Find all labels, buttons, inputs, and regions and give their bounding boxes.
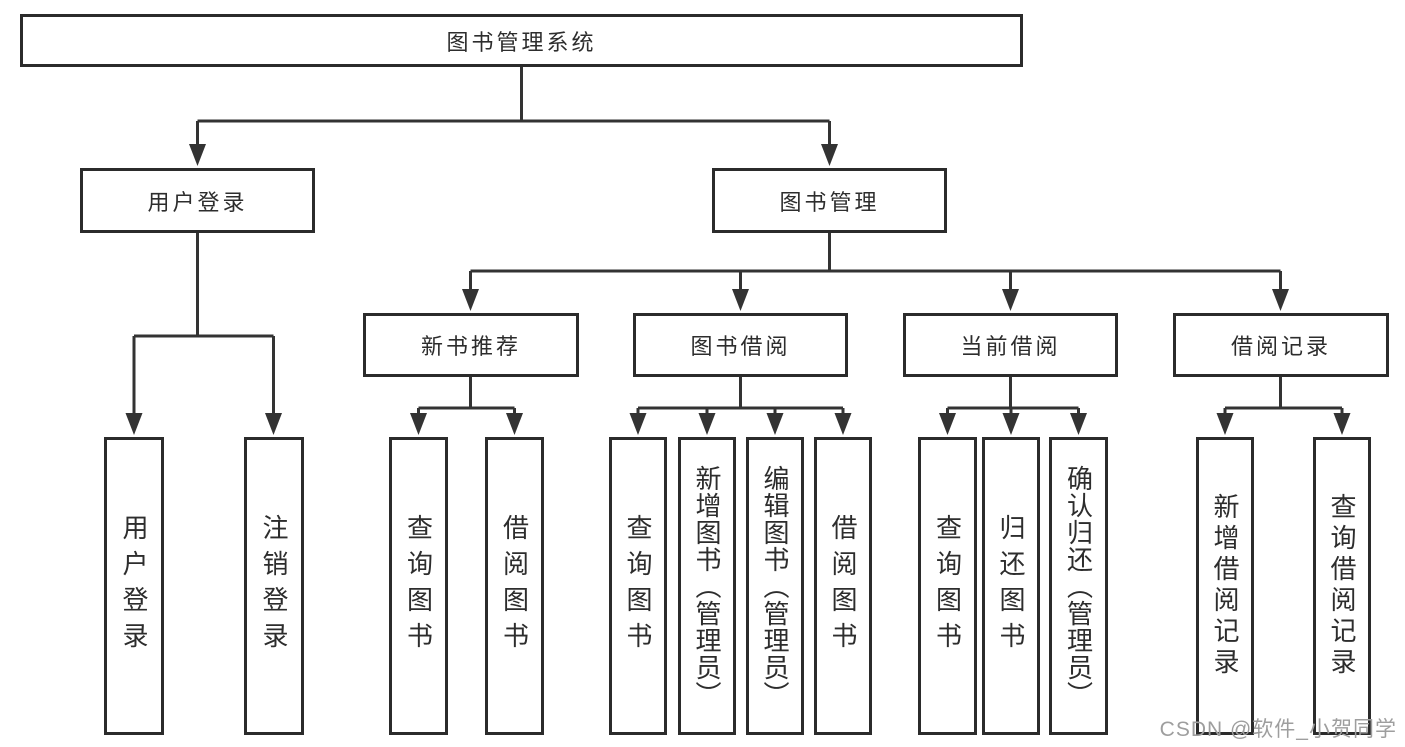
leaf-query-borrow-record: 查询借阅记录 [1313, 437, 1371, 735]
leaf-return-book: 归还图书 [982, 437, 1040, 735]
node-borrowing-records: 借阅记录 [1173, 313, 1389, 377]
node-user-login: 用户登录 [80, 168, 315, 233]
node-label: 查询图书 [932, 514, 963, 658]
leaf-logout: 注销登录 [244, 437, 304, 735]
node-root-library-management-system: 图书管理系统 [20, 14, 1023, 67]
leaf-add-book-admin: 新增图书（管理员） [678, 437, 736, 735]
leaf-user-login: 用户登录 [104, 437, 164, 735]
node-label: 查询借阅记录 [1327, 493, 1357, 679]
csdn-watermark: CSDN @软件_小贺同学 [1159, 718, 1397, 741]
node-label: 查询图书 [623, 514, 653, 658]
leaf-add-borrow-record: 新增借阅记录 [1196, 437, 1254, 735]
leaf-edit-book-admin: 编辑图书（管理员） [746, 437, 804, 735]
arrowhead-icons [125, 144, 1351, 435]
node-label: 当前借阅 [960, 334, 1061, 359]
leaf-query-books-current: 查询图书 [918, 437, 977, 735]
node-label: 注销登录 [259, 514, 289, 658]
node-label: 借阅图书 [499, 514, 530, 658]
leaf-confirm-return-admin: 确认归还（管理员） [1049, 437, 1108, 735]
node-label: 归还图书 [996, 514, 1026, 658]
node-label: 编辑图书（管理员） [760, 464, 790, 708]
node-book-borrowing: 图书借阅 [633, 313, 848, 377]
node-label: 图书管理 [779, 189, 880, 215]
node-label: 用户登录 [147, 189, 248, 215]
leaf-borrow-books-borrowing: 借阅图书 [814, 437, 872, 735]
node-label: 图书借阅 [690, 334, 791, 359]
leaf-borrow-books-recommend: 借阅图书 [485, 437, 544, 735]
leaf-query-books-recommend: 查询图书 [389, 437, 448, 735]
node-current-borrowing: 当前借阅 [903, 313, 1118, 377]
node-label: 借阅记录 [1230, 334, 1331, 359]
node-label: 新增图书（管理员） [692, 464, 722, 708]
node-label: 查询图书 [403, 514, 434, 658]
node-label: 用户登录 [119, 514, 149, 658]
node-label: 确认归还（管理员） [1063, 464, 1094, 708]
node-label: 图书管理系统 [446, 29, 597, 55]
node-new-book-recommendation: 新书推荐 [363, 313, 579, 377]
node-label: 新增借阅记录 [1210, 493, 1240, 679]
node-label: 借阅图书 [828, 514, 858, 658]
leaf-query-books-borrowing: 查询图书 [609, 437, 667, 735]
node-book-management: 图书管理 [712, 168, 947, 233]
node-label: 新书推荐 [420, 334, 521, 359]
